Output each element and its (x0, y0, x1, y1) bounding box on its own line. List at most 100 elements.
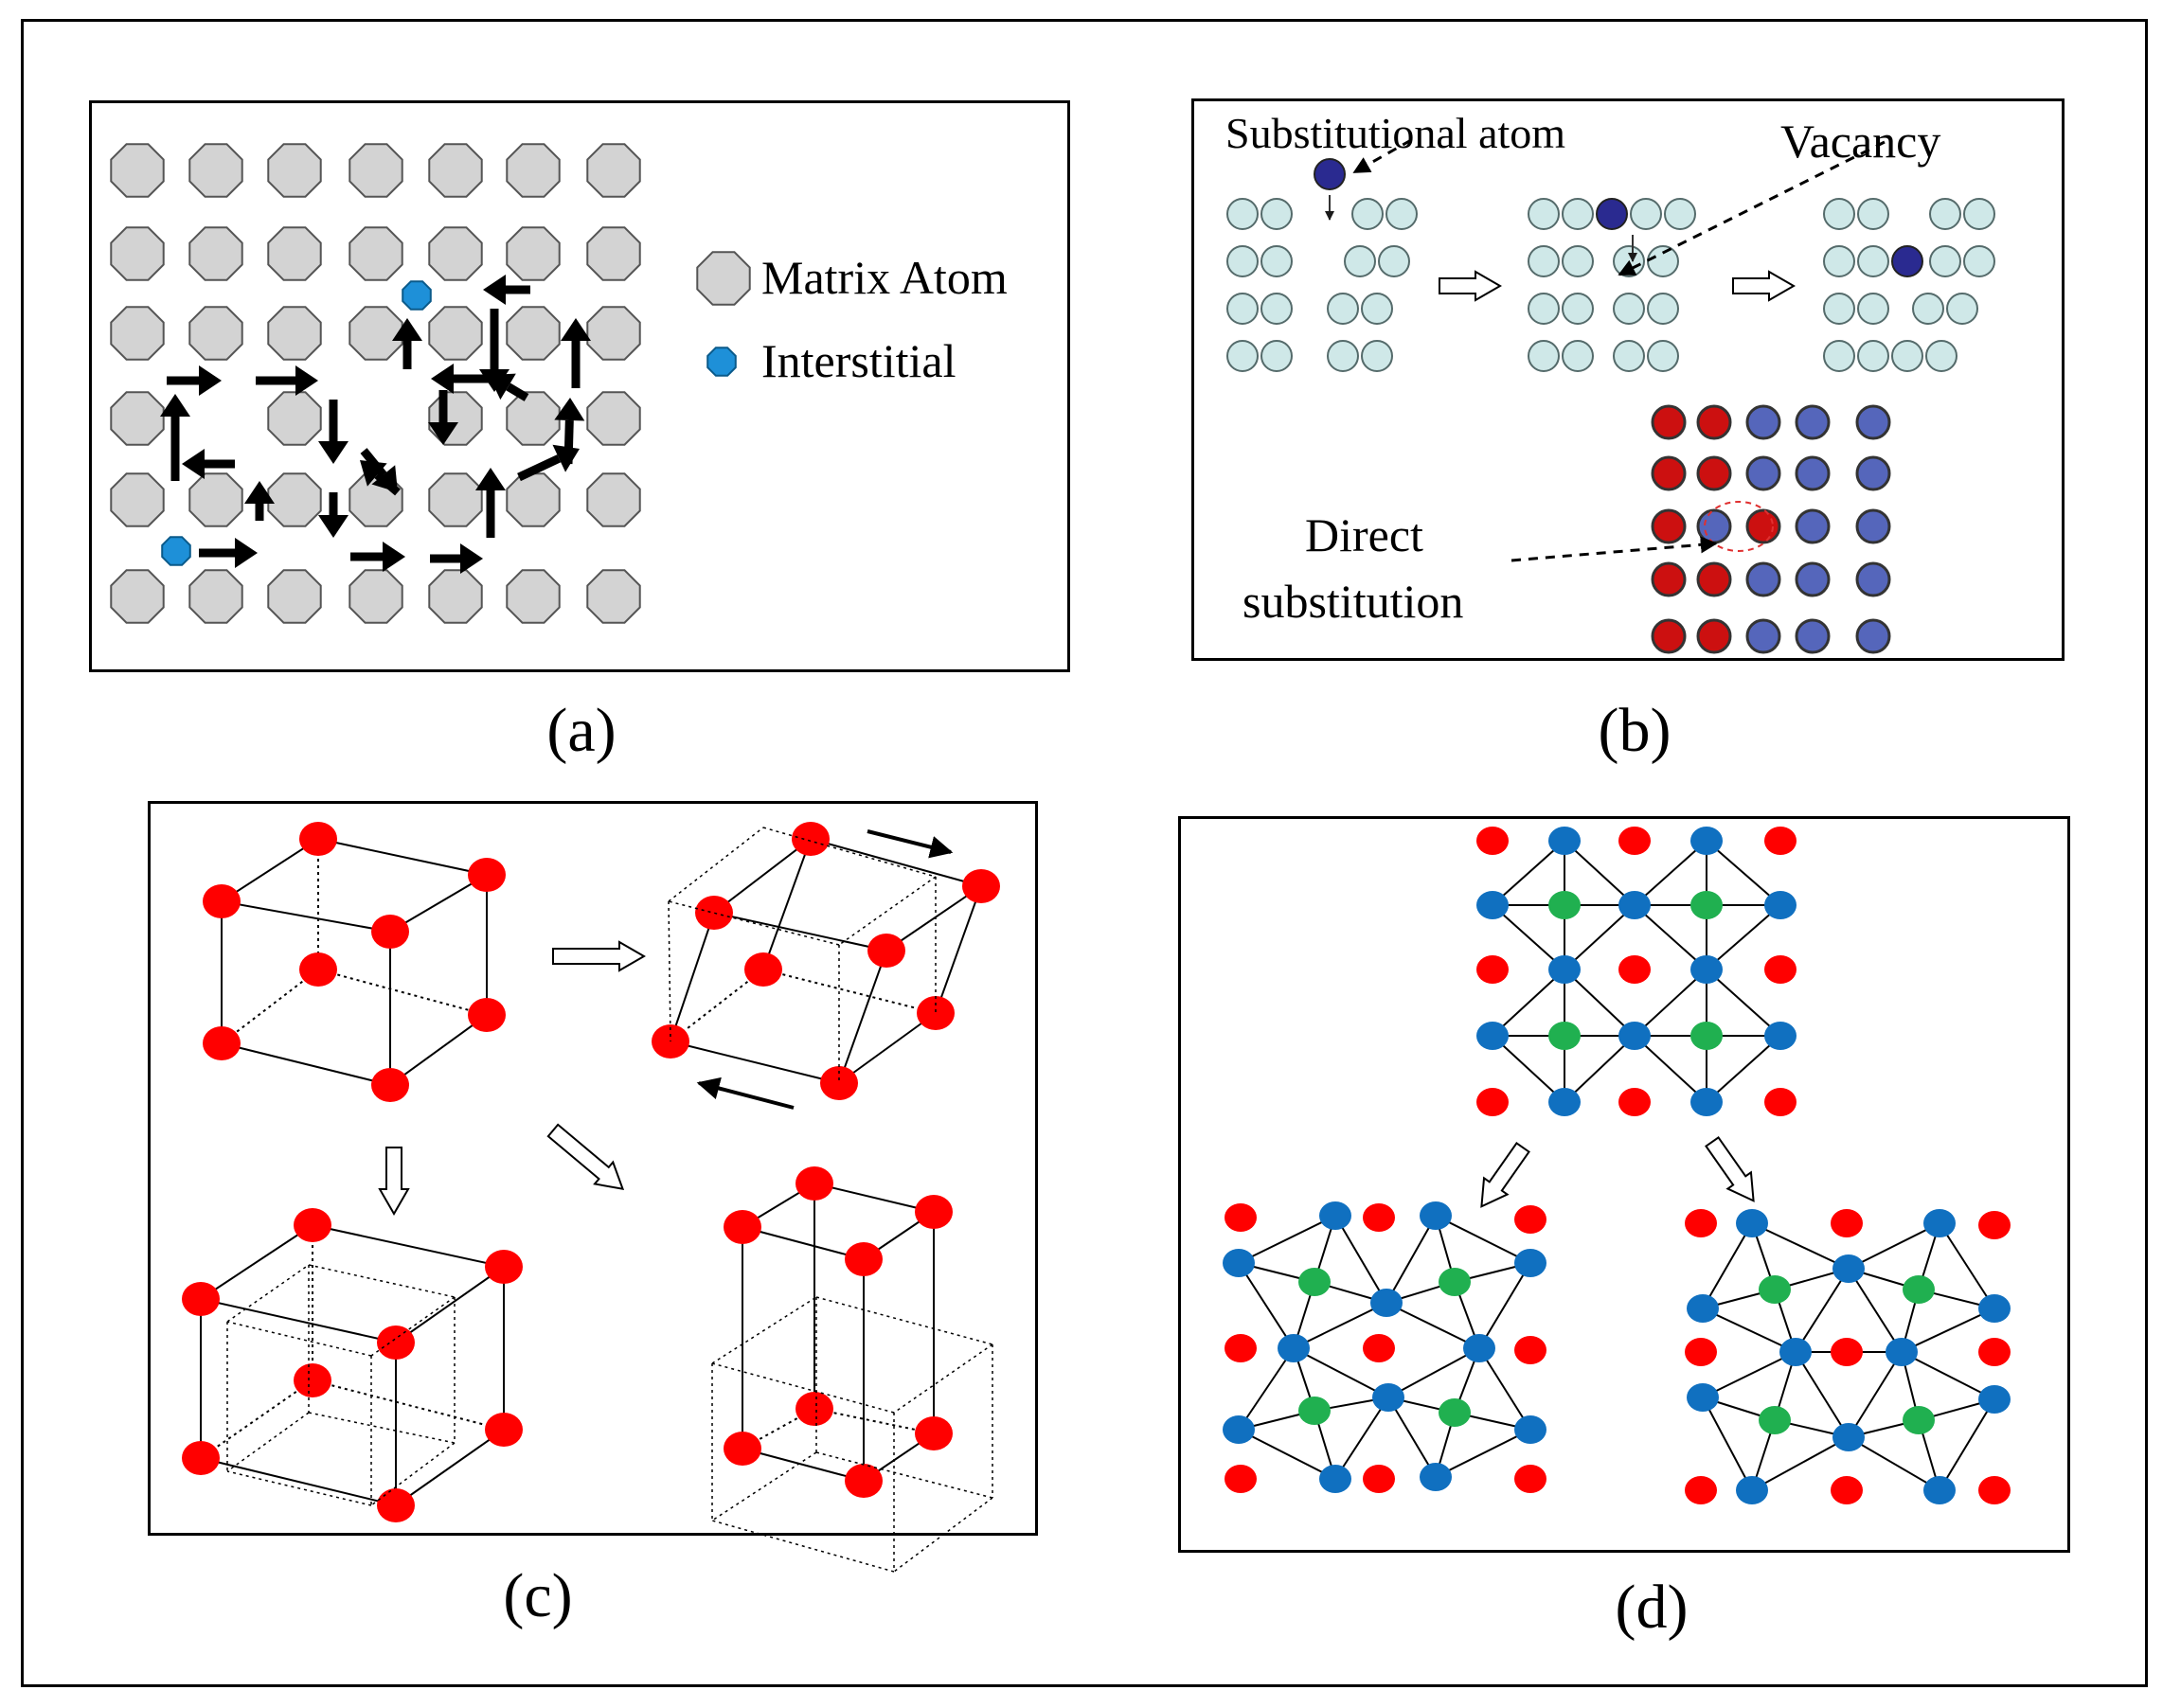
cube-edge (389, 874, 488, 933)
blue-atom (1548, 827, 1581, 855)
substitution-atom (1795, 508, 1831, 544)
matrix-atom (188, 143, 243, 198)
bond-line (1385, 1302, 1480, 1349)
lattice-atom (485, 1413, 523, 1447)
lattice-atom (1562, 293, 1594, 325)
blue-atom (1832, 1423, 1865, 1451)
bond-line (1795, 1351, 1850, 1438)
lattice-atom (1226, 198, 1259, 230)
blue-atom (1832, 1254, 1865, 1283)
blue-atom (1463, 1334, 1495, 1362)
arrow-icon (483, 275, 506, 305)
lattice-atom (724, 1432, 761, 1466)
lattice-atom (294, 1208, 331, 1242)
ghost-edge (711, 1451, 817, 1521)
cube-edge (713, 838, 812, 914)
green-atom (1439, 1268, 1471, 1296)
bond-line (1478, 1262, 1531, 1349)
ghost-edge (815, 1296, 993, 1345)
green-atom (1439, 1398, 1471, 1427)
matrix-atom (586, 226, 641, 281)
matrix-atom (428, 569, 483, 624)
green-atom (1548, 891, 1581, 919)
arrow-icon (374, 471, 401, 496)
vacancy-label: Vacancy (1780, 115, 1941, 168)
blue-atom (1779, 1338, 1812, 1366)
matrix-atom (110, 143, 165, 198)
bond-line (1293, 1347, 1389, 1398)
cube-edge-hidden (317, 969, 488, 1016)
lattice-atom (695, 896, 733, 930)
arrow-icon (360, 460, 387, 487)
substitution-atom (1696, 404, 1732, 440)
green-atom (1759, 1275, 1791, 1304)
lattice-atom (299, 952, 337, 987)
arrow-icon (318, 515, 349, 538)
red-atom (1685, 1338, 1717, 1366)
lattice-atom (1823, 293, 1855, 325)
cube-edge (838, 950, 887, 1084)
matrix-atom (428, 143, 483, 198)
ghost-edge (226, 1321, 372, 1357)
blue-atom (1923, 1476, 1956, 1504)
substitution-atom (1855, 455, 1891, 491)
bond-line (1238, 1215, 1336, 1264)
green-atom (1548, 1022, 1581, 1050)
lattice-atom (845, 1242, 883, 1276)
direct-substitution-label-line1: Direct (1305, 508, 1423, 561)
matrix-atom (188, 306, 243, 361)
lattice-atom (744, 952, 782, 987)
lattice-atom (203, 1026, 241, 1060)
lattice-atom (1647, 293, 1679, 325)
red-atom (1514, 1465, 1546, 1493)
matrix-atom (188, 472, 243, 527)
bond-line (1387, 1347, 1480, 1398)
ghost-edge (668, 827, 764, 902)
substitutional-atom (1596, 198, 1628, 230)
substitution-atom (1745, 561, 1781, 597)
lattice-atom (182, 1441, 220, 1475)
cube-edge-hidden (221, 969, 319, 1044)
arrow-icon (318, 441, 349, 464)
lattice-atom (1630, 198, 1662, 230)
lattice-atom (1528, 340, 1560, 372)
cube-edge-hidden (762, 969, 937, 1014)
substitution-atom (1651, 508, 1687, 544)
arrow-icon (235, 538, 258, 568)
lattice-atom (182, 1282, 220, 1316)
substitution-atom (1696, 455, 1732, 491)
lattice-atom (1260, 245, 1293, 277)
bond-line (1901, 1308, 1995, 1353)
lattice-atom (867, 934, 905, 968)
matrix-atom (428, 472, 483, 527)
green-atom (1690, 891, 1723, 919)
lattice-atom (917, 996, 955, 1030)
blue-atom (1514, 1249, 1546, 1277)
bond-line (1293, 1302, 1387, 1349)
panel-a-box (89, 100, 1070, 672)
red-atom (1764, 955, 1797, 984)
panel-d-box (1178, 816, 2070, 1553)
matrix-atom (586, 306, 641, 361)
red-atom (1363, 1334, 1395, 1362)
bond-line (1848, 1222, 1940, 1270)
legend-matrix-atom-marker (696, 251, 751, 306)
matrix-atom (110, 226, 165, 281)
blue-atom (1319, 1201, 1351, 1230)
lattice-atom (1260, 293, 1293, 325)
blue-atom (1476, 891, 1509, 919)
substitution-atom (1696, 561, 1732, 597)
red-atom (1685, 1209, 1717, 1237)
substitution-atom (1745, 618, 1781, 654)
blue-atom (1420, 1201, 1452, 1230)
cube-edge (813, 1183, 935, 1213)
cube-edge (200, 1457, 397, 1506)
blue-atom (1687, 1383, 1719, 1412)
matrix-atom (506, 306, 561, 361)
interstitial-atom (402, 280, 432, 311)
lattice-atom (1857, 340, 1889, 372)
bond-line (1848, 1268, 1903, 1353)
blue-atom (1690, 827, 1723, 855)
cube-edge (885, 885, 982, 952)
red-atom (1831, 1209, 1863, 1237)
